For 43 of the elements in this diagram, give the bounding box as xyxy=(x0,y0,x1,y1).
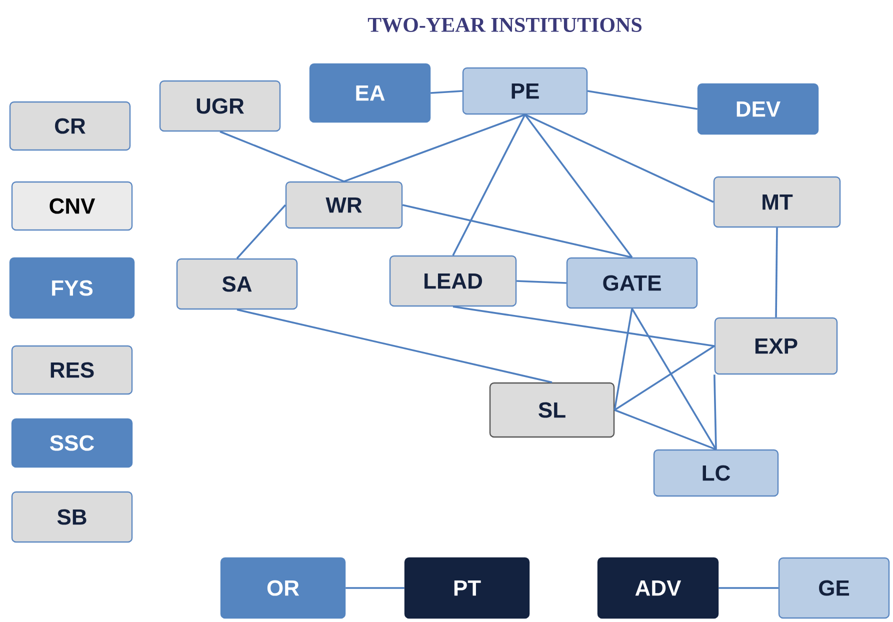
title: TWO-YEAR INSTITUTIONS xyxy=(368,18,642,32)
connector-line xyxy=(346,587,404,589)
process-box: EA xyxy=(309,63,431,123)
process-box: GATE xyxy=(566,257,698,309)
process-box: WR xyxy=(285,181,403,229)
connector-line xyxy=(236,308,552,384)
connector-line xyxy=(524,114,633,258)
process-box: PT xyxy=(404,557,530,619)
process-box: RES xyxy=(11,345,133,395)
connector-line xyxy=(236,204,286,260)
connector-line xyxy=(402,204,632,258)
process-box: UGR xyxy=(159,80,281,132)
connector-line xyxy=(220,130,344,182)
connector-line xyxy=(714,374,717,450)
process-box: OR xyxy=(220,557,346,619)
connector-line xyxy=(452,114,526,256)
connector-line xyxy=(344,114,526,182)
process-box: EXP xyxy=(714,317,838,375)
connector-line xyxy=(718,587,778,589)
connector-line xyxy=(452,306,715,347)
process-box: GE xyxy=(778,557,890,619)
connector-line xyxy=(775,228,778,318)
process-box: SA xyxy=(176,258,298,310)
process-box: LEAD xyxy=(389,255,517,307)
process-box: CR xyxy=(9,101,131,151)
connector-line xyxy=(516,280,566,284)
connector-line xyxy=(614,345,715,411)
process-box: SB xyxy=(11,491,133,543)
connector-line xyxy=(430,90,462,94)
connector-line xyxy=(631,308,717,450)
process-box: ADV xyxy=(597,557,719,619)
connector-line xyxy=(614,409,716,450)
connector-line xyxy=(587,90,698,110)
process-box: SSC xyxy=(11,418,133,468)
process-box: DEV xyxy=(697,83,819,135)
process-box: LC xyxy=(653,449,779,497)
process-box: PE xyxy=(462,67,588,115)
connector-line xyxy=(614,308,633,410)
connector-line xyxy=(524,114,714,203)
process-box: CNV xyxy=(11,181,133,231)
process-box: SL xyxy=(489,382,615,438)
process-box: MT xyxy=(713,176,841,228)
process-box: FYS xyxy=(9,257,135,319)
